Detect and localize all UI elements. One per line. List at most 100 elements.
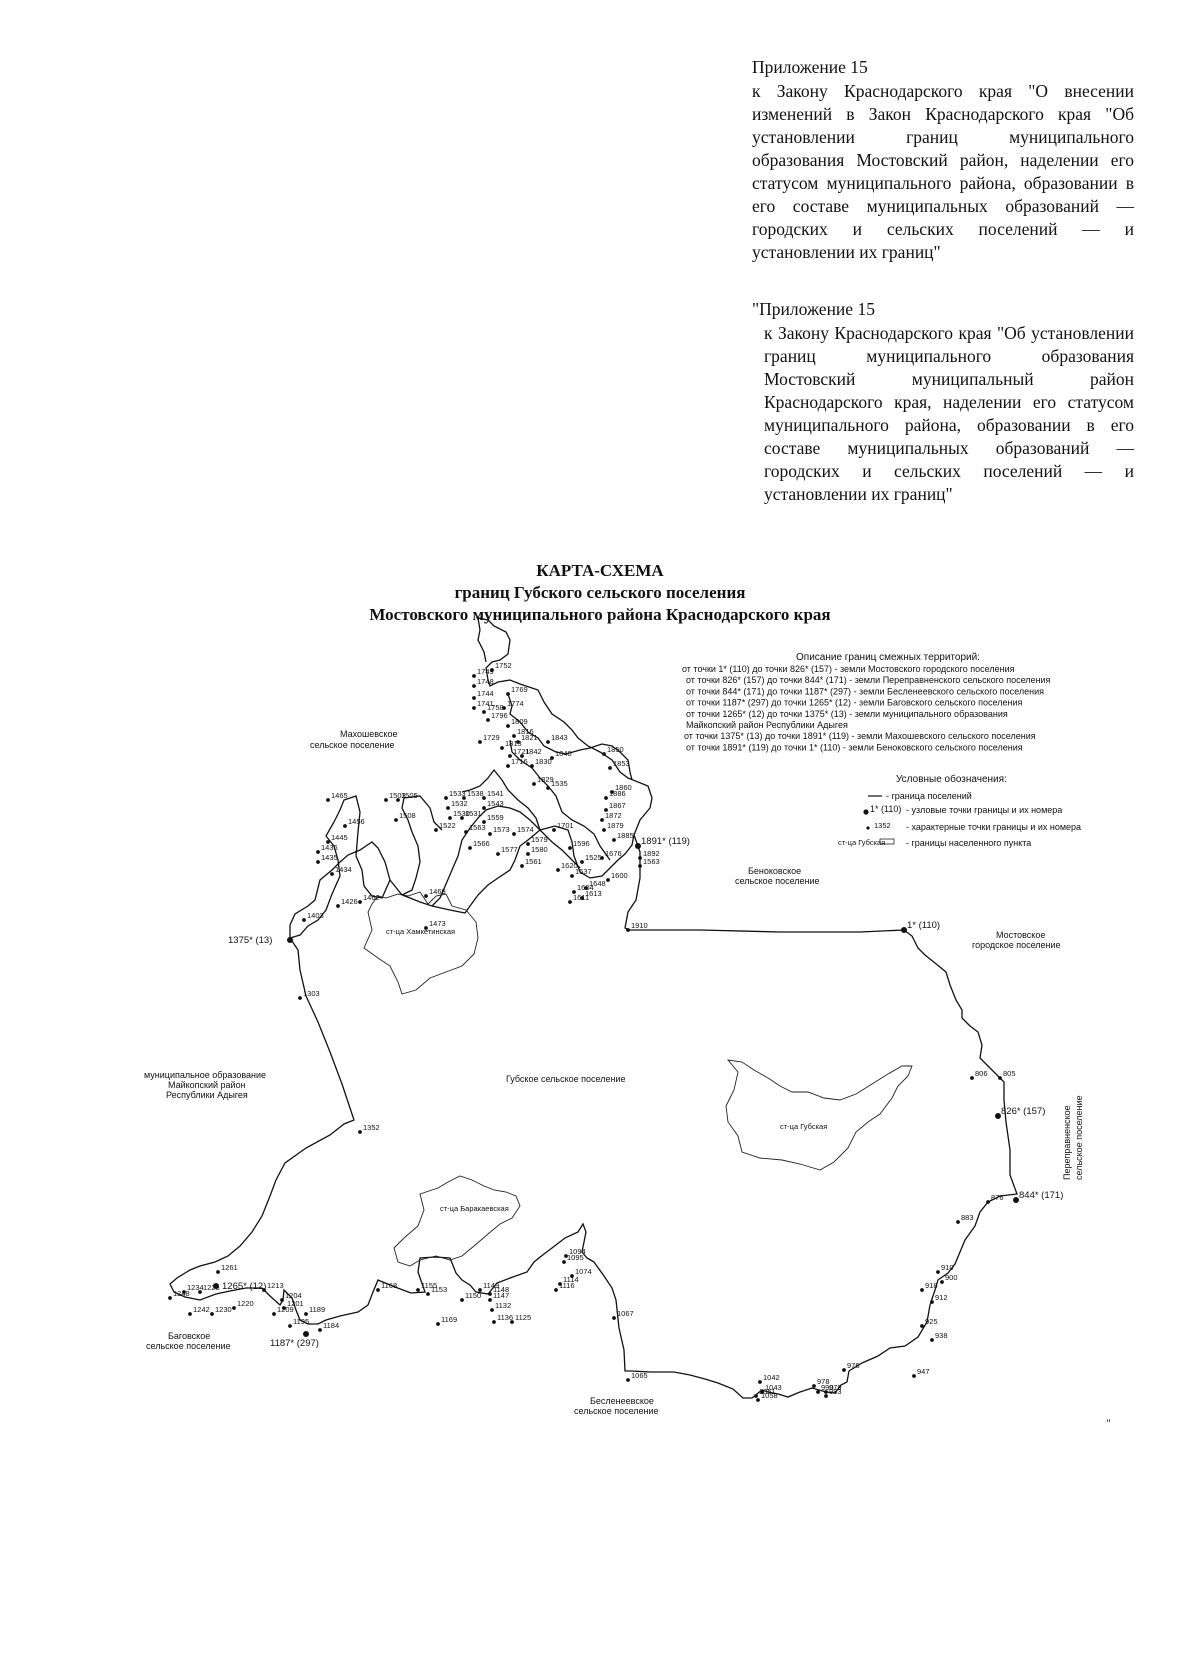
boundary-point-label: 1136 [497, 1313, 513, 1322]
closing-quote-mark: " [1106, 1416, 1111, 1430]
legend-settl-sample: ст-ца Губская [838, 838, 885, 847]
boundary-point [956, 1220, 960, 1224]
boundary-point [316, 850, 320, 854]
boundary-point-label: 1220 [237, 1299, 254, 1308]
boundary-point [758, 1380, 762, 1384]
boundary-point-label: 1149 [483, 1281, 499, 1290]
appendix-header-2: "Приложение 15 к Закону Краснодарского к… [752, 298, 1134, 506]
boundary-point-label: 826* (157) [1001, 1106, 1045, 1117]
boundary-point-label: 1155 [421, 1281, 437, 1290]
boundary-point-label: 1303 [303, 989, 320, 998]
boundary-point-label: 1821 [521, 733, 538, 742]
boundary-point [508, 754, 512, 758]
boundary-point-label: 1469 [429, 887, 446, 896]
boundary-point-label: 1561 [525, 857, 542, 866]
description-line: от точки 1375* (13) до точки 1891* (119)… [684, 731, 1036, 741]
north-branch-4 [461, 768, 581, 869]
boundary-point-label: 1758 [487, 703, 504, 712]
boundary-point [426, 1292, 430, 1296]
boundary-point [482, 796, 486, 800]
boundary-point-label: 1910 [631, 921, 648, 930]
boundary-point-label: 1748 [477, 677, 494, 686]
boundary-point-label: 1261 [221, 1263, 238, 1272]
boundary-point [986, 1200, 990, 1204]
region-makhosh-1: Махошевское [340, 729, 397, 739]
boundary-point-label: 1114 [563, 1275, 579, 1284]
boundary-point-label: 1169 [441, 1315, 457, 1324]
boundary-point [995, 1113, 1001, 1119]
boundary-point-label: 1538 [467, 789, 484, 798]
boundary-point-label: 1532 [451, 799, 468, 808]
boundary-point-label: 1867 [609, 801, 626, 810]
region-benok-2: сельское поселение [735, 876, 820, 886]
boundary-point-label: 1531 [465, 809, 482, 818]
boundary-point [546, 740, 550, 744]
boundary-point [580, 896, 584, 900]
boundary-point [568, 846, 572, 850]
boundary-point [464, 830, 468, 834]
boundary-point-label: 1879 [607, 821, 624, 830]
boundary-point [530, 764, 534, 768]
boundary-point [998, 1076, 1002, 1080]
boundary-point-label: 844* (171) [1019, 1190, 1063, 1201]
boundary-point-label: 1434 [335, 865, 352, 874]
boundary-point [532, 782, 536, 786]
boundary-point-label: 1168 [381, 1281, 397, 1290]
boundary-point [635, 843, 641, 849]
boundary-point-label: 976 [847, 1361, 860, 1370]
boundary-point [558, 1282, 562, 1286]
boundary-point [182, 1290, 186, 1294]
region-maikop-1: муниципальное образование [144, 1070, 266, 1080]
boundary-point [446, 806, 450, 810]
boundary-point [416, 1288, 420, 1292]
boundary-point [580, 860, 584, 864]
boundary-point [482, 710, 486, 714]
boundary-point [612, 1316, 616, 1320]
boundary-point-label: 1065 [631, 1371, 648, 1380]
description-line: от точки 1187* (297) до точки 1265* (12)… [686, 698, 1022, 708]
boundary-point-label: 1508 [399, 811, 416, 820]
boundary-point [188, 1312, 192, 1316]
boundary-point-label: 1505 [401, 791, 418, 800]
legend-node-dot [863, 809, 869, 815]
boundary-point-label: 925 [925, 1317, 938, 1326]
boundary-point [302, 918, 306, 922]
boundary-point [468, 846, 472, 850]
boundary-point [626, 928, 630, 932]
boundary-point [460, 816, 464, 820]
boundary-point-label: 1541 [487, 789, 504, 798]
description-line: от точки 1265* (12) до точки 1375* (13) … [686, 709, 1008, 719]
boundary-point [930, 1300, 934, 1304]
boundary-point [600, 856, 604, 860]
boundary-point-label: 1611 [573, 893, 589, 902]
boundary-point-label: 1043 [765, 1383, 782, 1392]
boundary-point [546, 786, 550, 790]
legend-settl-label: - границы населенного пункта [906, 838, 1031, 848]
boundary-point [506, 724, 510, 728]
boundary-point [510, 1320, 514, 1324]
boundary-point-label: 947 [917, 1367, 930, 1376]
boundary-point [326, 798, 330, 802]
boundary-point-label: 1580 [531, 845, 548, 854]
region-maikop-3: Республики Адыгея [166, 1090, 248, 1100]
boundary-point-label: 1201 [287, 1299, 304, 1308]
appendix-1-head: Приложение 15 [752, 57, 868, 77]
boundary-point-label: 1403 [307, 911, 324, 920]
legend-border-label: - граница поселений [886, 791, 972, 801]
boundary-point-label: 1125 [515, 1313, 531, 1322]
boundary-point [490, 1308, 494, 1312]
boundary-point-label: 1579 [531, 835, 548, 844]
boundary-point-label: 1094 [569, 1247, 586, 1256]
boundary-point [936, 1270, 940, 1274]
boundary-point-label: 1563 [643, 857, 660, 866]
boundary-point-label: 910 [941, 1263, 954, 1272]
boundary-point [520, 754, 524, 758]
boundary-point [506, 692, 510, 696]
boundary-point [472, 696, 476, 700]
boundary-point [970, 1076, 974, 1080]
boundary-point-label: 1067 [617, 1309, 634, 1318]
boundary-point [842, 1368, 846, 1372]
boundary-point [424, 894, 428, 898]
boundary-point [584, 886, 588, 890]
